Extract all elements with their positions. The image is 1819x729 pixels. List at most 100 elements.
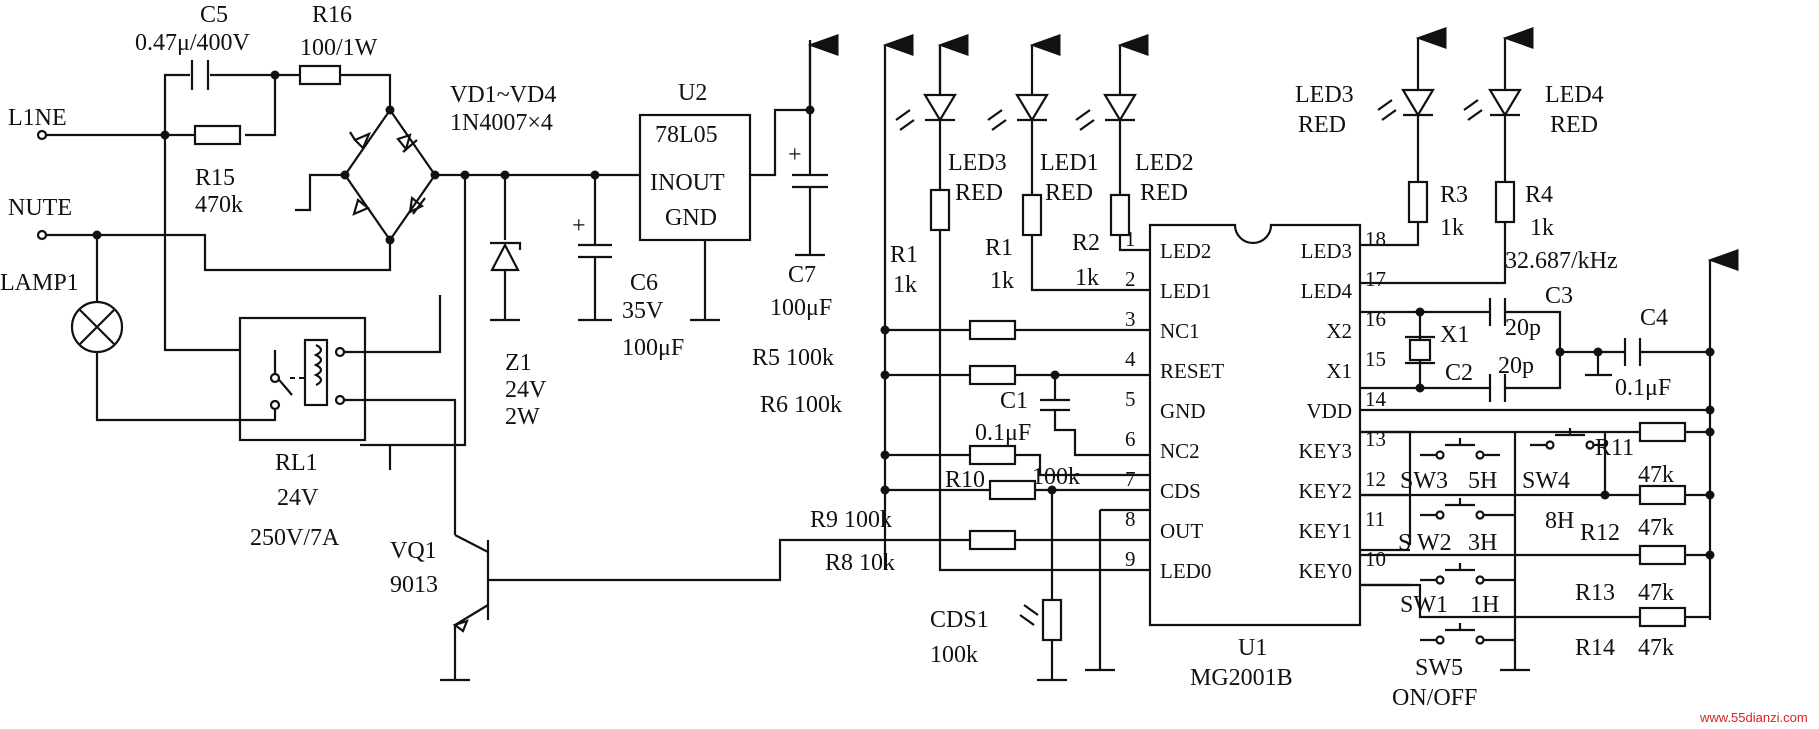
switch-sw3[interactable] [1420,438,1500,460]
label-vq1: VQ1 [390,538,437,564]
label-c2-value: 20p [1498,353,1534,379]
resistor-r15 [193,124,242,146]
label-r9: R9 100k [810,507,892,533]
resistor-r14 [1638,606,1687,628]
label-r11-value: 47k [1638,462,1674,488]
u1-pin-name: LED2 [1160,239,1211,263]
u1-pin-number: 13 [1365,427,1386,451]
watermark: www.55dianzi.com [1699,710,1808,725]
label-r3-value: 1k [1440,215,1464,241]
label-r13-value: 47k [1638,580,1674,606]
switch-sw1[interactable] [1420,563,1515,585]
resistor-r5 [968,319,1017,341]
label-sw5-function: ON/OFF [1392,685,1477,711]
u1-pin-number: 14 [1365,387,1387,411]
label-r12: R12 [1580,520,1620,546]
label-sw3: SW3 [1400,468,1448,494]
u1-pin-name: NC1 [1160,319,1200,343]
u1-pin-number: 7 [1125,467,1136,491]
u1-pin-name: LED1 [1160,279,1211,303]
label-r1-a-value: 1k [893,272,917,298]
u1-pin-number: 15 [1365,347,1386,371]
resistor-r3 [1407,180,1429,224]
label-r1-b: R1 [985,235,1013,261]
resistor-r13 [1638,544,1687,566]
label-led1-color: RED [1045,180,1093,206]
label-sw1: SW1 [1400,592,1448,618]
label-sw1-key: 1H [1470,592,1499,618]
label-u1-part: MG2001B [1190,665,1293,691]
label-c5-value: 0.47μ/400V [135,30,251,56]
u1-pin-name: LED0 [1160,559,1211,583]
relay-rl1: RL1 24V 250V/7A [238,295,457,551]
label-sw3-key: 5H [1468,468,1497,494]
u1-pin-name: X1 [1326,359,1352,383]
u1-pin-name: LED3 [1301,239,1352,263]
label-r14: R14 [1575,635,1615,661]
u1-pin-name: LED4 [1301,279,1353,303]
label-c6-capacitance: 100μF [622,335,684,361]
label-nute: NUTE [8,195,72,221]
label-led2: LED2 [1135,150,1194,176]
nute-terminal [36,229,48,241]
u1-pin-number: 2 [1125,267,1136,291]
label-u2-inout: INOUT [650,170,725,196]
u1-pin-number: 16 [1365,307,1386,331]
label-r4: R4 [1525,182,1553,208]
resistor-r11 [1638,421,1687,443]
label-c3-value: 20p [1505,315,1541,341]
resistor-r12 [1638,484,1687,506]
label-c6: C6 [630,270,658,296]
label-r15-value: 470k [195,192,243,218]
u1-pin-number: 3 [1125,307,1136,331]
label-sw2: S W2 [1398,530,1452,556]
label-u2: U2 [678,80,707,106]
label-u2-part: 78L05 [655,122,718,148]
svg-text:+: + [788,142,802,168]
label-led3-color: RED [955,180,1003,206]
label-led4: LED4 [1545,82,1604,108]
label-u2-gnd: GND [665,205,717,231]
u1-pin-number: 9 [1125,547,1136,571]
line-terminal [36,129,48,141]
u1-pin-number: 5 [1125,387,1136,411]
label-led3-right: LED3 [1295,82,1354,108]
u1-pin-number: 10 [1365,547,1386,571]
label-rl1: RL1 [275,450,318,476]
label-lamp1: LAMP1 [0,270,79,296]
label-c4-value: 0.1μF [1615,375,1671,401]
switch-sw4[interactable] [1530,428,1605,450]
u1-pin-number: 11 [1365,507,1385,531]
label-sw4: SW4 [1522,468,1570,494]
label-c5: C5 [200,2,228,28]
label-c1-value: 0.1μF [975,420,1031,446]
switch-sw2[interactable] [1420,498,1515,520]
label-c1: C1 [1000,388,1028,414]
bridge-rectifier: VD1~VD4 1N4007×4 [295,82,556,245]
label-led4-color: RED [1550,112,1598,138]
resistor-r9 [968,529,1017,551]
right-led-group: LED3 RED LED4 RED R3 1k R4 1k 32.687/kHz [1295,27,1618,285]
u1-pin-number: 6 [1125,427,1136,451]
label-r16: R16 [312,2,352,28]
label-r3: R3 [1440,182,1468,208]
label-c7: C7 [788,262,816,288]
u1-pin-name: KEY1 [1298,519,1352,543]
label-r5: R5 100k [752,345,834,371]
u1-pin-name: X2 [1326,319,1352,343]
switch-sw5[interactable] [1420,623,1515,645]
label-sw5: SW5 [1415,655,1463,681]
transistor-vq1: VQ1 9013 [390,534,830,682]
power-supply: + + Z1 24V 2W C6 35V 100μF U2 78L05 INOU… [360,34,839,470]
crystal-x1 [1408,338,1432,362]
label-r6: R6 100k [760,392,842,418]
u1-pin-number: 17 [1365,267,1386,291]
label-r2-value: 1k [1075,265,1099,291]
label-rl1-coil: 24V [277,485,319,511]
label-z1-power: 2W [505,404,540,430]
u1-pin-name: KEY0 [1298,559,1352,583]
label-c2: C2 [1445,360,1473,386]
label-frequency: 32.687/kHz [1505,248,1618,274]
u1-pin-number: 1 [1125,227,1136,251]
